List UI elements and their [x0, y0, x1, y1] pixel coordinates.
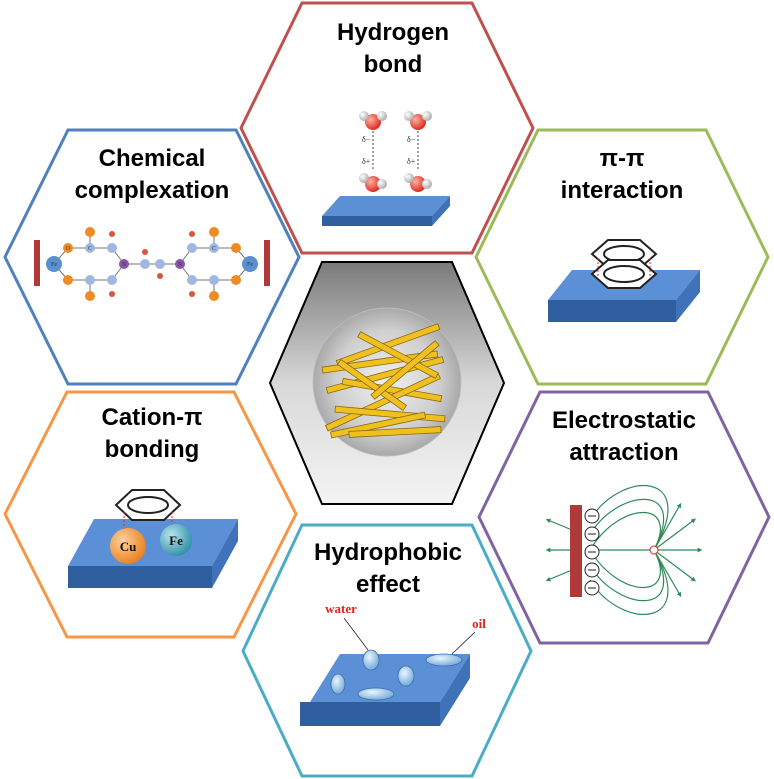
hexagon-title-line-1: Hydrogen	[337, 19, 449, 46]
hexagon-title-line-1: Chemical	[99, 145, 206, 172]
charge-label: δ−	[362, 135, 371, 144]
plate-icon	[300, 654, 470, 726]
negative-charge-icon	[584, 508, 600, 596]
atom-label: N	[122, 262, 127, 268]
hexagon-title-line-2: bonding	[105, 436, 200, 463]
field-lines-icon	[545, 485, 703, 615]
water-molecule-icon: δ− δ+ δ− δ+	[359, 111, 432, 192]
hexagon-pi-pi-interaction: π-π interaction	[474, 128, 770, 386]
hexagon-title-line-1: Hydrophobic	[314, 539, 462, 566]
cation-label: Fe	[169, 533, 183, 548]
hexagon-title-line-2: interaction	[561, 177, 684, 204]
charge-label: δ−	[407, 135, 416, 144]
positive-charge-icon	[649, 545, 659, 555]
hexagon-hydrophobic-effect: Hydrophobic effect water oil	[241, 523, 533, 778]
hexagon-title-line-2: complexation	[75, 177, 230, 204]
copper-ion-icon	[110, 528, 146, 564]
hexagon-cation-pi-bonding: Cation-π bonding Cu Fe	[3, 390, 298, 639]
hexagon-hydrogen-bond: Hydrogen bond δ− δ+ δ− δ+	[239, 1, 535, 255]
iron-ion-icon	[160, 524, 192, 556]
charge-label: δ+	[362, 157, 371, 166]
plate-icon	[548, 270, 700, 322]
hexagon-electrostatic-attraction: Electrostatic attraction	[477, 390, 771, 645]
water-label: water	[325, 601, 357, 616]
oil-label: oil	[472, 616, 486, 631]
hexagon-title-line-2: effect	[356, 571, 420, 598]
hexagon-title-line-1: Electrostatic	[552, 407, 696, 434]
atom-label: C	[88, 246, 92, 252]
hexagon-title-line-1: Cation-π	[101, 404, 202, 431]
charge-label: δ+	[407, 157, 416, 166]
atom-label: Fe	[247, 262, 253, 268]
hexagon-title-line-1: π-π	[600, 145, 645, 172]
oil-droplet-icon	[357, 653, 463, 701]
hexagon-chemical-complexation: Chemical complexation Fe Fe	[3, 128, 301, 386]
nanorod-bundle-icon	[321, 323, 446, 439]
center-hexagon	[268, 261, 506, 505]
plate-icon	[322, 196, 450, 226]
benzene-stack-icon	[590, 239, 658, 289]
edta-complex-icon: Fe Fe O C N N C	[34, 227, 270, 301]
atom-label: O	[66, 246, 71, 252]
benzene-icon	[114, 489, 182, 530]
hexagon-title-line-2: bond	[364, 51, 423, 78]
atom-label: C	[212, 246, 216, 252]
water-droplet-icon	[330, 649, 415, 695]
atom-label: Fe	[51, 262, 57, 268]
hexagon-outline	[3, 128, 301, 386]
atom-label: N	[178, 262, 183, 268]
hexagon-title-line-2: attraction	[569, 439, 678, 466]
charged-plate-icon	[570, 505, 582, 597]
hexagon-outline	[239, 1, 535, 255]
cation-label: Cu	[120, 539, 137, 554]
plate-icon	[68, 519, 238, 588]
